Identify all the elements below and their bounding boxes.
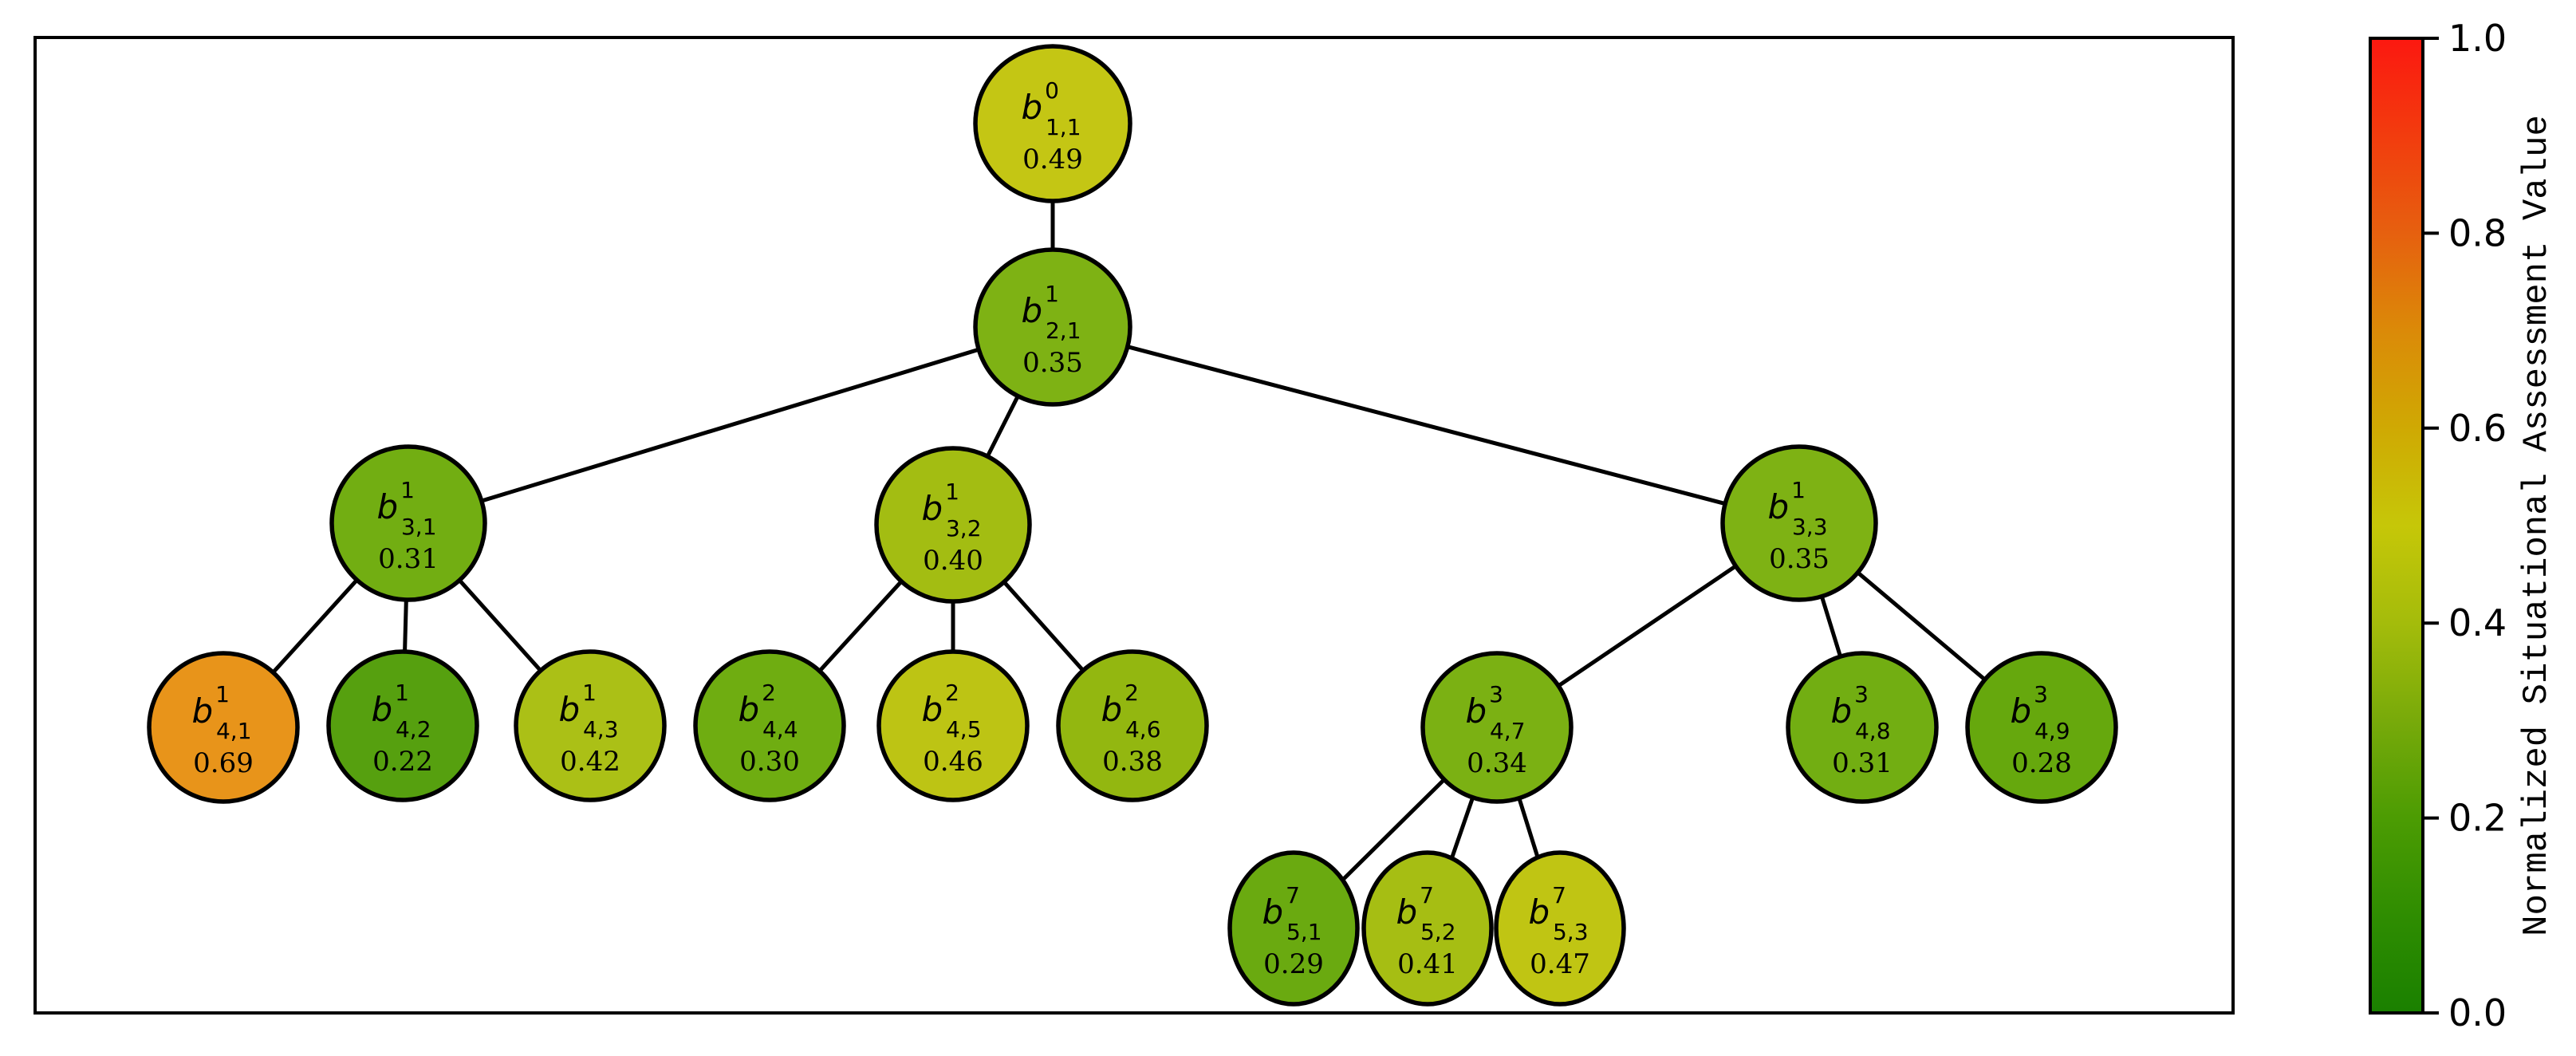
colorbar-gradient xyxy=(2370,38,2423,1013)
node-circle xyxy=(876,649,1030,802)
node-value: 0.30 xyxy=(739,746,800,778)
node-circle xyxy=(973,247,1132,407)
node-value: 0.40 xyxy=(923,545,983,577)
node-value: 0.49 xyxy=(1022,144,1083,175)
node-circle xyxy=(1056,649,1209,802)
node-circle xyxy=(1786,651,1939,804)
node-circle xyxy=(1494,850,1626,1007)
node-circle xyxy=(1227,850,1360,1007)
node-value: 0.34 xyxy=(1467,747,1527,779)
node-circle xyxy=(973,44,1132,203)
colorbar-outline xyxy=(2369,37,2424,1015)
node-value: 0.29 xyxy=(1263,948,1324,980)
node-value: 0.69 xyxy=(193,747,254,779)
axes-frame xyxy=(33,36,2235,1015)
colorbar-tick-label: 0.2 xyxy=(2448,797,2507,840)
node-circle xyxy=(147,651,300,804)
colorbar: 1.0 0.8 0.6 0.4 0.2 0.0 Normalized Situational… xyxy=(2369,17,2557,1034)
node-value: 0.35 xyxy=(1769,543,1830,575)
node-circle xyxy=(514,649,667,802)
colorbar-tick-label: 0.8 xyxy=(2448,211,2507,254)
node-circle xyxy=(1965,651,2118,804)
node-value: 0.28 xyxy=(2011,747,2072,779)
node-circle xyxy=(1420,651,1574,804)
node-value: 0.42 xyxy=(560,746,620,778)
tree-edge xyxy=(1052,325,1800,526)
colorbar-tick-label: 1.0 xyxy=(2448,17,2507,60)
node-value: 0.35 xyxy=(1022,347,1083,379)
node-value: 0.41 xyxy=(1397,948,1458,980)
node-value: 0.31 xyxy=(378,543,439,575)
node-circle xyxy=(693,649,846,802)
node-circle xyxy=(329,444,487,602)
tree-edge xyxy=(408,325,1054,526)
node-value: 0.47 xyxy=(1530,948,1590,980)
node-circle xyxy=(1720,444,1878,602)
colorbar-tick-label: 0.6 xyxy=(2448,407,2507,450)
node-circle xyxy=(874,446,1032,604)
node-circle xyxy=(326,649,479,802)
colorbar-tick-label: 0.0 xyxy=(2448,991,2507,1034)
colorbar-axis-label: Normalized Situational Assessment Value xyxy=(2517,115,2557,936)
node-value: 0.22 xyxy=(372,746,433,778)
node-value: 0.38 xyxy=(1102,746,1163,778)
node-value: 0.31 xyxy=(1832,747,1893,779)
colorbar-tick-label: 0.4 xyxy=(2448,601,2507,644)
node-value: 0.46 xyxy=(923,746,983,778)
node-circle xyxy=(1361,850,1494,1007)
